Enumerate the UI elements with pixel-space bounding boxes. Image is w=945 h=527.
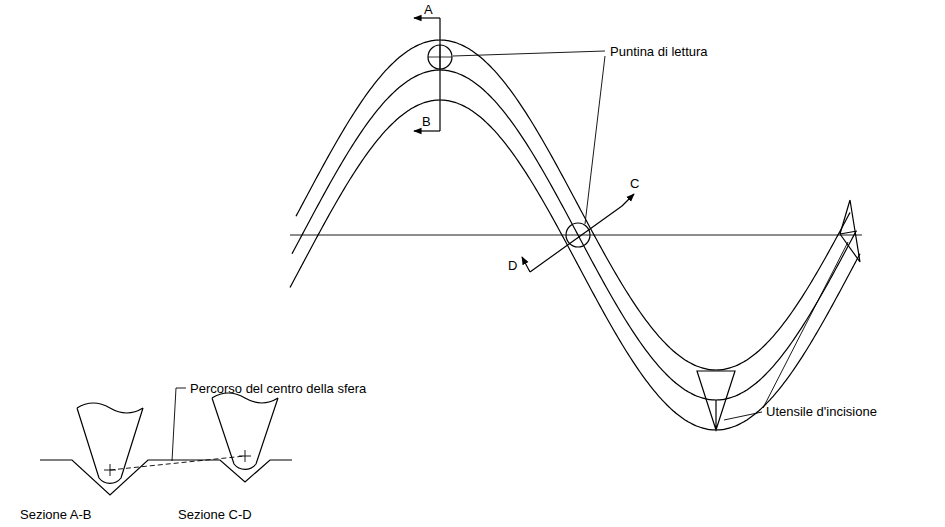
section-arrow bbox=[414, 17, 440, 18]
groove-edge bbox=[296, 40, 850, 370]
section-letter: B bbox=[422, 114, 431, 129]
stylus-section bbox=[77, 403, 143, 483]
section-letter: D bbox=[508, 258, 517, 273]
leader-line bbox=[172, 388, 186, 461]
section-arrow bbox=[622, 194, 634, 206]
part-label: Puntina di lettura bbox=[610, 44, 708, 59]
groove-edge bbox=[290, 100, 860, 430]
section-arrow bbox=[522, 257, 530, 272]
leader-line bbox=[453, 51, 605, 56]
section-line bbox=[439, 18, 440, 131]
section-letter: C bbox=[630, 176, 639, 191]
leader-line bbox=[763, 242, 848, 408]
axis-line bbox=[290, 235, 862, 236]
section-title: Sezione C-D bbox=[178, 507, 252, 522]
leader-line bbox=[724, 412, 762, 420]
leader-line bbox=[585, 56, 605, 224]
part-label: Percorso del centro della sfera bbox=[190, 381, 366, 396]
engraving-tool bbox=[697, 371, 735, 430]
section-line bbox=[530, 206, 622, 272]
part-label: Utensile d'incisione bbox=[766, 404, 877, 419]
groove-bottom bbox=[292, 70, 856, 400]
section-arrow bbox=[414, 130, 440, 131]
center-path bbox=[110, 456, 245, 470]
section-letter: A bbox=[424, 2, 433, 17]
section-title: Sezione A-B bbox=[20, 507, 92, 522]
stylus-section bbox=[212, 393, 278, 469]
